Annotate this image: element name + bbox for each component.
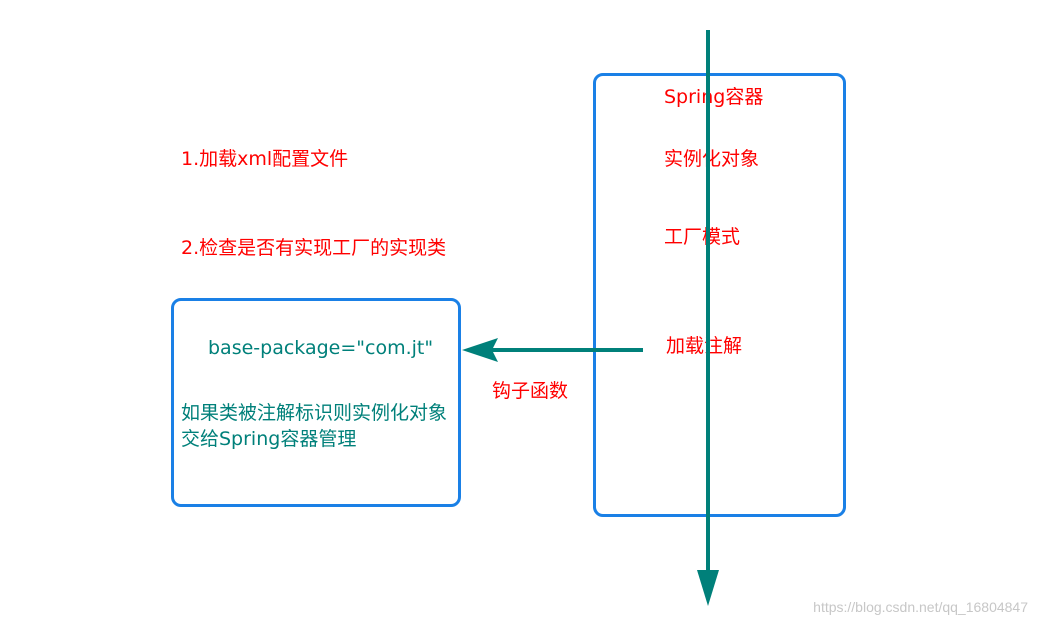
instantiate-object-label: 实例化对象 — [664, 148, 760, 170]
factory-pattern-label: 工厂模式 — [664, 226, 741, 248]
hook-function-label: 钩子函数 — [492, 380, 569, 402]
load-annotation-label: 加载注解 — [666, 335, 743, 357]
watermark: https://blog.csdn.net/qq_16804847 — [813, 599, 1028, 615]
step-2-label: 2.检查是否有实现工厂的实现类 — [181, 237, 447, 259]
spring-container-title: Spring容器 — [664, 86, 764, 108]
component-scan-box — [171, 298, 461, 507]
annotation-desc-line2: 交给Spring容器管理 — [181, 428, 357, 450]
vertical-flow-arrow — [697, 30, 719, 606]
base-package-label: base-package="com.jt" — [208, 337, 434, 359]
step-1-label: 1.加载xml配置文件 — [181, 148, 349, 170]
hook-arrow — [462, 338, 643, 362]
spring-container-box — [593, 73, 846, 517]
annotation-desc-line1: 如果类被注解标识则实例化对象 — [181, 402, 448, 424]
